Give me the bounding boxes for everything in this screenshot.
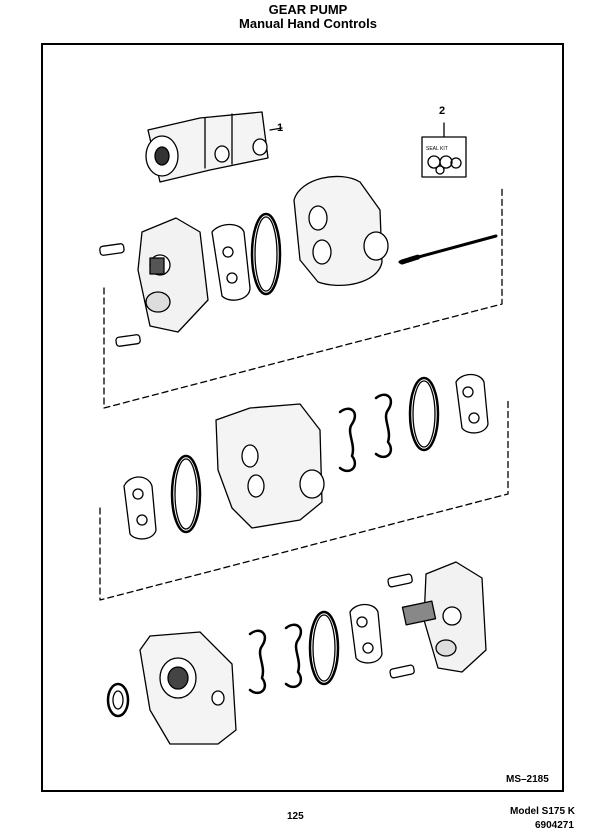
- mounting-flange-icon: [139, 631, 237, 745]
- page-title: GEAR PUMP: [268, 2, 348, 17]
- gear-housing-icon: [215, 403, 325, 529]
- shaft-seal-icon: [106, 682, 130, 718]
- gasket-icon: [211, 212, 282, 301]
- thrust-plate-icon: [137, 217, 209, 333]
- part-number: 6904271: [535, 820, 574, 831]
- dowel-pin-icon: [99, 243, 415, 679]
- thrust-plate-icon: [401, 561, 487, 673]
- seal-kit-icon: SEAL KIT: [421, 122, 467, 178]
- gasket-icon: [123, 373, 489, 540]
- page-number: 125: [287, 811, 304, 822]
- through-bolt-icon: [398, 234, 498, 265]
- gasket-icon: [248, 603, 383, 695]
- figure-reference: MS–2185: [506, 774, 549, 785]
- model-name: Model S175 K: [510, 806, 576, 817]
- diagram-frame: [41, 43, 564, 792]
- pump-assembly-icon: [145, 111, 283, 183]
- gear-housing-icon: [293, 175, 389, 287]
- callout-1: 1: [277, 122, 284, 134]
- seal-kit-label: SEAL KIT: [426, 146, 448, 152]
- page-subtitle: Manual Hand Controls: [239, 16, 377, 31]
- callout-2: 2: [439, 105, 446, 117]
